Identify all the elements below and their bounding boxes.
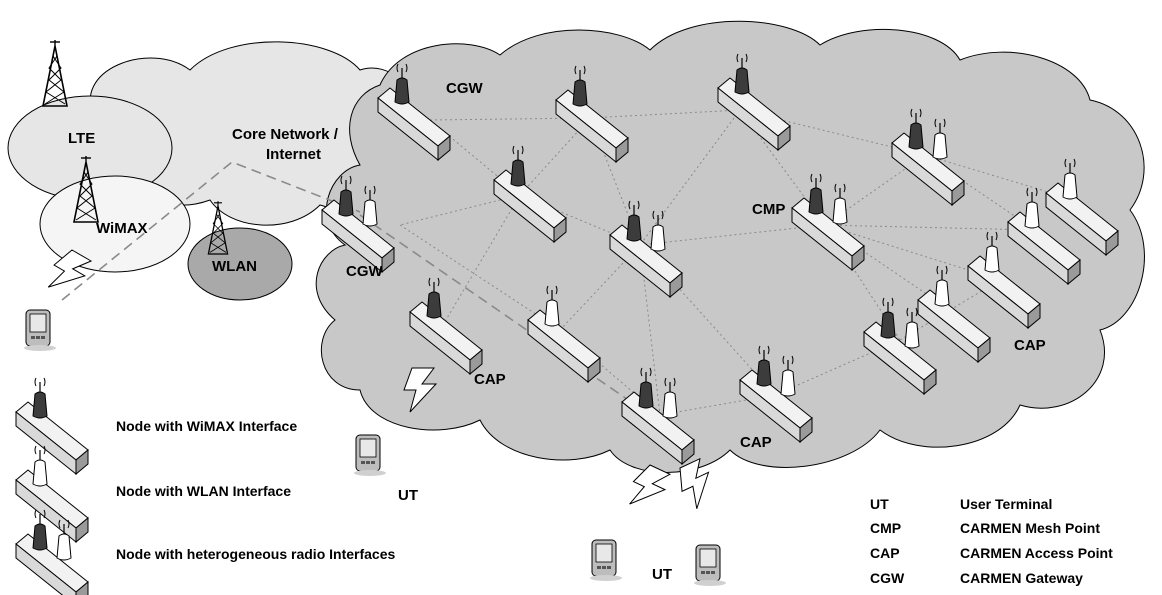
abbr-cgw-meaning: CARMEN Gateway	[960, 570, 1083, 586]
core-network-label: Core Network /	[232, 126, 338, 143]
abbr-cgw: CGW	[870, 570, 905, 586]
ut-middle-pda-icon	[353, 434, 387, 477]
abbr-cmp-meaning: CARMEN Mesh Point	[960, 520, 1100, 536]
wimax-cell	[39, 175, 191, 273]
abbr-ut: UT	[870, 496, 889, 512]
abbr-cmp: CMP	[870, 520, 902, 536]
legend-hetero-label: Node with heterogeneous radio Interfaces	[116, 546, 396, 562]
cgw-left-label: CGW	[346, 263, 383, 280]
cgw-top-label: CGW	[446, 80, 483, 97]
legend-wimax-label: Node with WiMAX Interface	[116, 418, 298, 434]
cmp-label: CMP	[752, 201, 786, 218]
wimax-label: WiMAX	[96, 220, 148, 237]
cap-left-label: CAP	[474, 371, 506, 388]
abbr-cap: CAP	[870, 545, 900, 561]
ut-bottom-left-pda-icon	[589, 539, 623, 582]
legend-wlan-label: Node with WLAN Interface	[116, 483, 292, 499]
cap-bottom-label: CAP	[740, 434, 772, 451]
wlan-cell	[187, 227, 293, 301]
cgw-ut-dashed	[359, 214, 651, 416]
wlan-label: WLAN	[212, 258, 257, 275]
ut-left-label: UT	[398, 487, 418, 504]
legend-wimax-node-icon	[15, 377, 89, 475]
core-link-dashed	[61, 161, 361, 301]
ut-left-pda-icon	[23, 309, 57, 352]
ut-bottom-right-pda-icon	[693, 544, 727, 587]
ut-bottom-label: UT	[652, 566, 672, 583]
abbr-ut-meaning: User Terminal	[960, 496, 1053, 512]
cap-right-label: CAP	[1014, 337, 1046, 354]
internet-label: Internet	[266, 146, 322, 163]
lte-label: LTE	[68, 130, 96, 147]
lte-tower-icon	[42, 39, 68, 107]
abbr-cap-meaning: CARMEN Access Point	[960, 545, 1113, 561]
